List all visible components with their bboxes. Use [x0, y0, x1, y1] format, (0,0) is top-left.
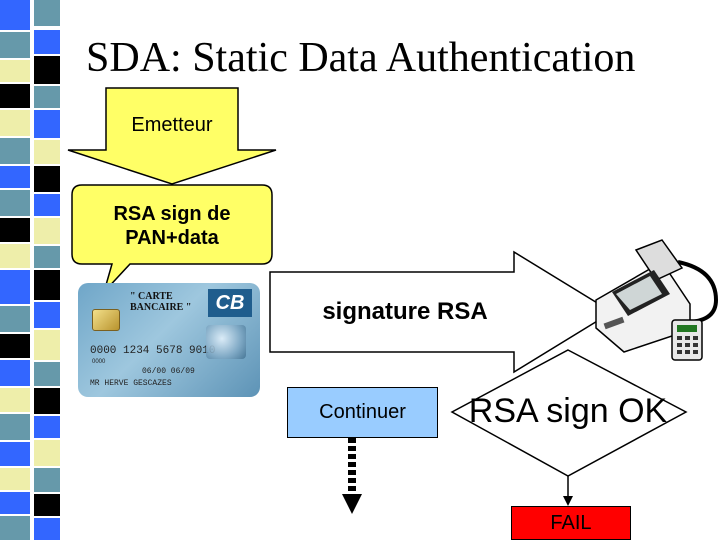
- smart-card-icon: " CARTE BANCAIRE " CB 0000 1234 5678 901…: [78, 283, 260, 397]
- card-logo: CB: [208, 289, 252, 317]
- card-brand-text: " CARTE BANCAIRE ": [130, 291, 192, 313]
- card-validity: 06/00 06/09: [142, 367, 195, 376]
- signature-rsa-label: signature RSA: [322, 298, 488, 325]
- rsa-sign-line1: RSA sign de: [113, 203, 231, 225]
- emetteur-label: Emetteur: [131, 114, 213, 136]
- rsa-sign-callout-shape: [71, 184, 273, 293]
- card-holder: MR HERVE GESCAZES: [90, 379, 172, 388]
- signature-arrow-shape: [269, 250, 614, 374]
- decision-label: RSA sign OK: [468, 392, 668, 430]
- decorative-side-strip: [0, 0, 64, 540]
- card-number: 0000 1234 5678 9010: [90, 345, 216, 357]
- fail-box: FAIL: [511, 506, 631, 540]
- emetteur-arrow-shape: [67, 87, 277, 185]
- continuer-button[interactable]: Continuer: [287, 387, 438, 438]
- slide-title: SDA: Static Data Authentication: [86, 35, 636, 81]
- rsa-sign-label: RSA sign de PAN+data: [72, 202, 272, 250]
- rsa-sign-line2: PAN+data: [125, 227, 219, 249]
- card-small-code: 0000: [92, 359, 106, 365]
- payment-terminal-icon: [595, 239, 719, 361]
